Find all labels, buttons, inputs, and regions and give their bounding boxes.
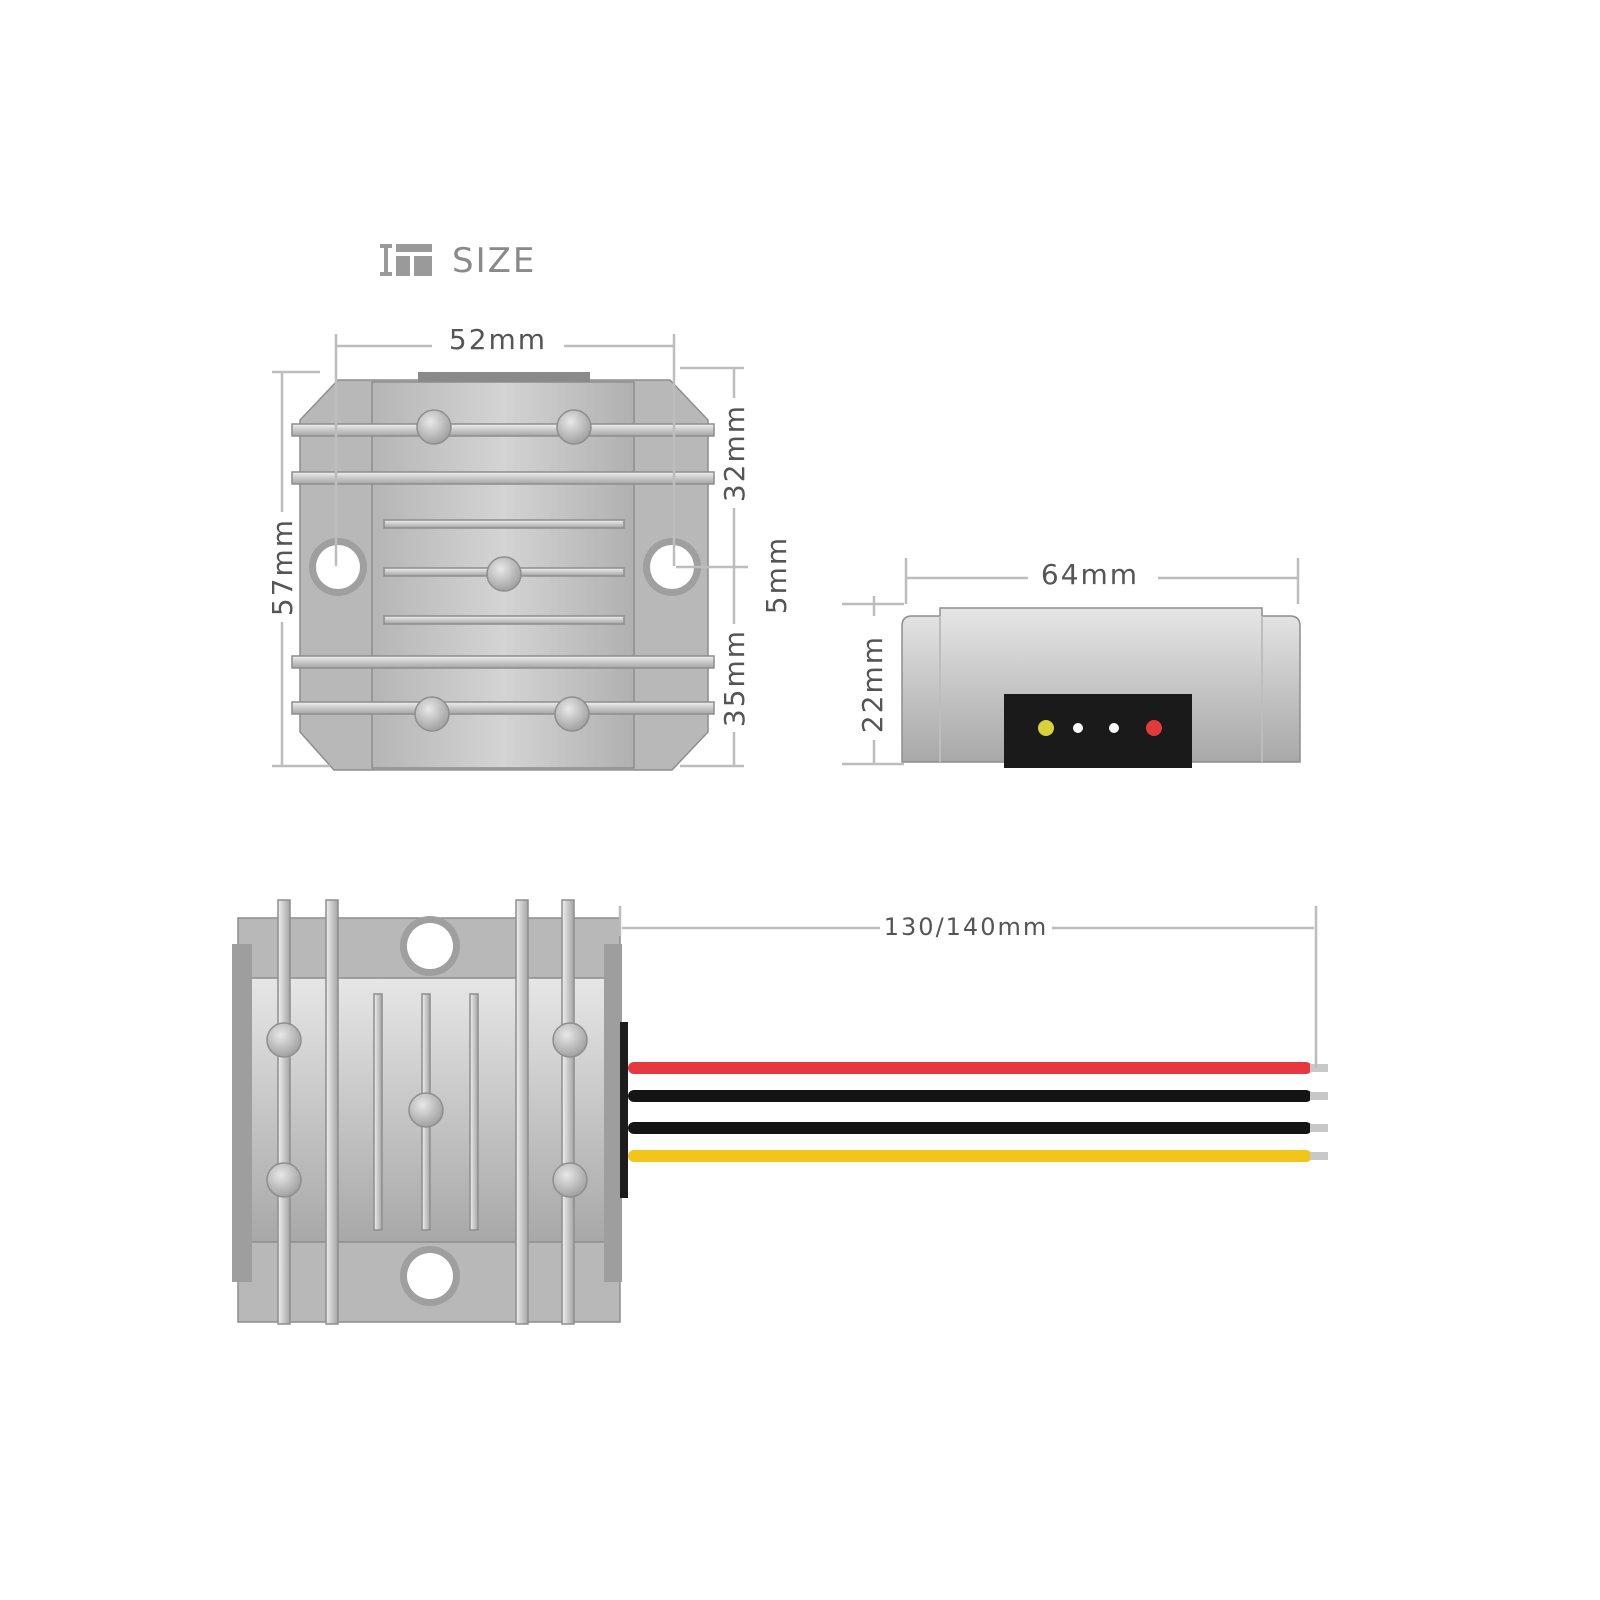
size-icon xyxy=(380,244,432,276)
side-height-label: 22mm xyxy=(856,635,889,733)
terminal-2 xyxy=(1073,723,1083,733)
wire-view-housing xyxy=(232,899,628,1325)
top-view-dimension-lines xyxy=(272,334,748,768)
top-view: 52mm 57mm 32mm 5mm 35mm xyxy=(266,323,793,771)
top-hole-label: 5mm xyxy=(760,536,793,614)
black-wire-2 xyxy=(628,1122,1328,1134)
black-wire-1 xyxy=(628,1090,1328,1102)
terminal-3 xyxy=(1109,723,1119,733)
side-length-label: 64mm xyxy=(1041,558,1139,591)
wire-length-label: 130/140mm xyxy=(884,913,1048,941)
terminal-4 xyxy=(1146,720,1162,736)
terminal-plate xyxy=(1004,694,1192,768)
wire-view: 130/140mm xyxy=(232,899,1328,1325)
side-view-dimension-lines xyxy=(842,558,1300,766)
top-width-label: 52mm xyxy=(449,323,547,356)
size-heading-label: SIZE xyxy=(452,241,536,281)
terminal-1 xyxy=(1038,720,1054,736)
red-wire xyxy=(628,1062,1328,1074)
wire-length-dimension-lines xyxy=(618,906,1318,1068)
wire-bundle xyxy=(628,1062,1328,1162)
side-view: 64mm 22mm xyxy=(842,558,1301,768)
top-upper-label: 32mm xyxy=(718,404,751,502)
size-heading: SIZE xyxy=(380,241,536,281)
top-view-housing xyxy=(291,372,715,771)
yellow-wire xyxy=(628,1150,1328,1162)
top-lower-label: 35mm xyxy=(718,629,751,727)
side-view-housing xyxy=(901,607,1301,768)
top-height-label: 57mm xyxy=(266,518,299,616)
